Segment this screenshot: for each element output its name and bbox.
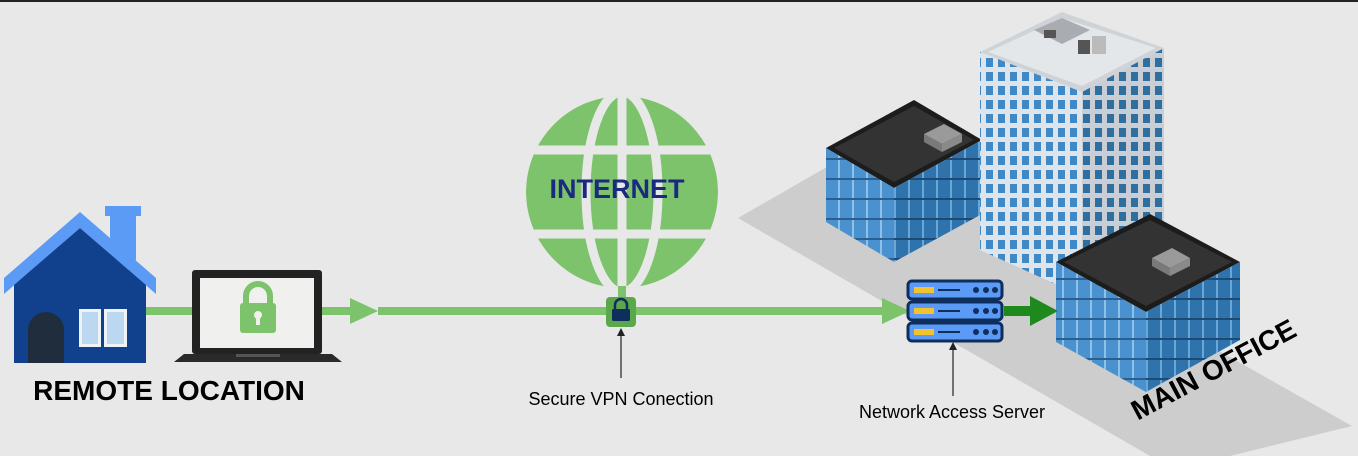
server-to-office-arrow (1004, 296, 1058, 326)
vpn-pointer (617, 328, 625, 378)
vpn-lock-icon (606, 297, 636, 327)
padlock-icon (240, 281, 276, 333)
office-building-right (1056, 214, 1240, 392)
office-buildings-icon (826, 12, 1240, 392)
network-access-server-label: Network Access Server (859, 402, 1045, 422)
laptop-icon (174, 270, 342, 362)
house-icon (4, 206, 156, 363)
globe-icon (526, 96, 718, 300)
top-border (0, 0, 1358, 2)
vpn-connection-label: Secure VPN Conection (528, 389, 713, 409)
server-pointer (949, 342, 957, 396)
internet-label: INTERNET (550, 174, 686, 204)
remote-location-label: REMOTE LOCATION (33, 375, 305, 406)
office-building-left (826, 100, 982, 262)
server-icon (906, 279, 1004, 343)
